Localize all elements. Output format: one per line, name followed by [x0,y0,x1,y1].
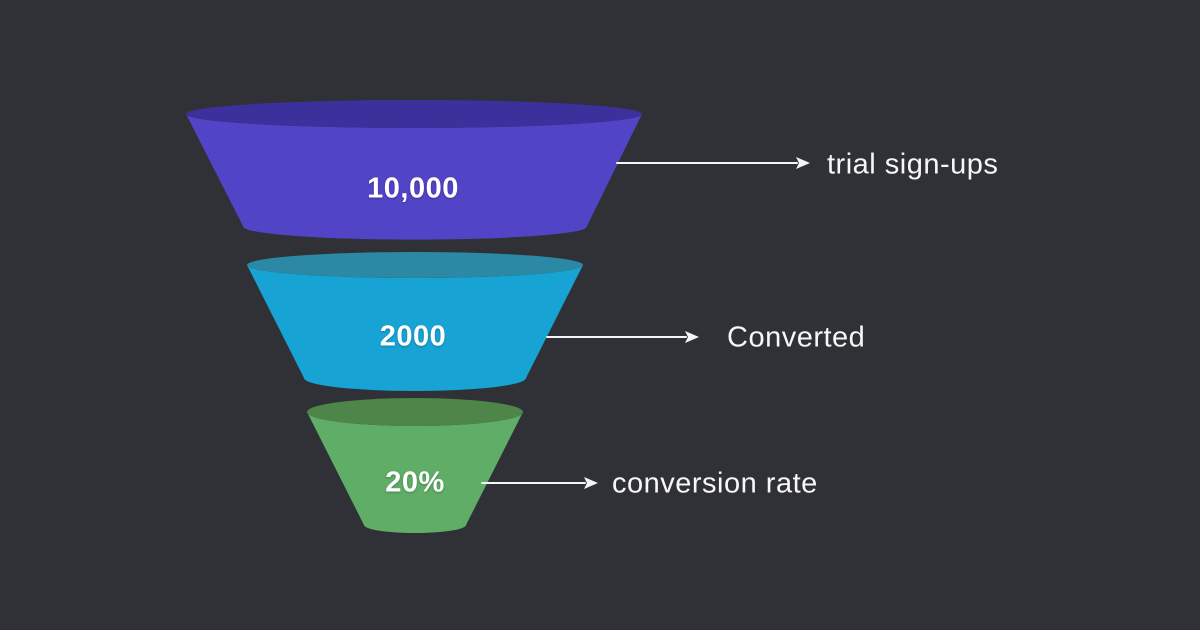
stage-3-value: 20% [385,466,445,499]
stage-2-label: Converted [727,321,866,354]
arrow-1-head-icon [796,157,810,169]
stage-1-value: 10,000 [367,172,459,205]
arrow-1 [616,157,810,169]
arrow-2 [546,331,699,343]
arrow-3 [481,477,598,489]
stage-3-label: conversion rate [612,467,818,500]
funnel-stage-1-rim [186,100,642,128]
stage-1-label: trial sign-ups [827,148,999,181]
funnel-stage-2-body [247,265,583,391]
funnel-stage-3-rim [307,398,523,426]
funnel-stage-1-shape [186,100,642,240]
funnel-stage-3-shape [307,398,523,533]
arrow-2-head-icon [685,331,699,343]
funnel-stage-2-rim [247,252,583,278]
funnel-stage-2-shape [247,252,583,391]
arrow-3-head-icon [584,477,598,489]
funnel-stage-1-body [186,114,642,240]
stage-2-value: 2000 [379,320,447,353]
funnel-stage-3-body [307,412,523,533]
